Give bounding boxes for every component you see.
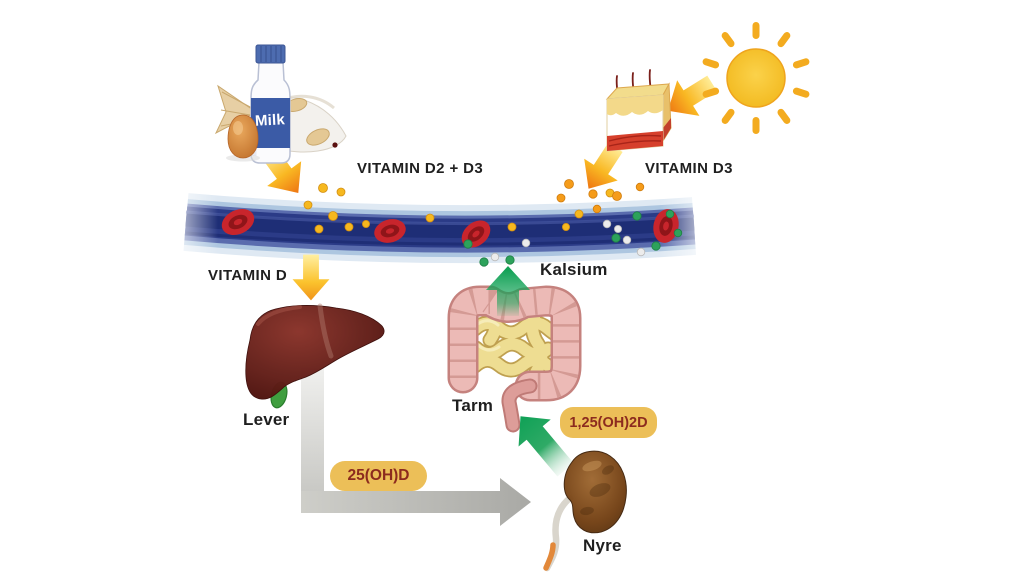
label-nyre: Nyre [583, 536, 622, 555]
badge-125oh2d: 1,25(OH)2D [560, 407, 657, 438]
vitamin-dots [303, 179, 683, 267]
calcium-absorption-arrow [486, 266, 530, 316]
red-blood-cell [374, 219, 406, 243]
kidney-icon [543, 450, 627, 572]
sun-icon [702, 22, 810, 134]
label-tarm: Tarm [452, 396, 494, 415]
colon [447, 285, 582, 433]
badge-25ohd: 25(OH)D [330, 461, 427, 491]
skin-icon [605, 69, 672, 152]
red-blood-cell [221, 208, 255, 236]
label-vitamin-d3: VITAMIN D3 [645, 160, 733, 177]
red-blood-cells [221, 208, 679, 248]
label-vitamin-d2-d3: VITAMIN D2 + D3 [357, 160, 484, 177]
liver-to-kidney-arrow [301, 368, 531, 526]
food-sources [214, 44, 347, 164]
vessel-fade-left [160, 183, 218, 271]
label-lever: Lever [243, 410, 290, 429]
red-blood-cell [653, 209, 679, 243]
calcium-dots [463, 209, 683, 267]
intestine-icon [447, 285, 582, 433]
label-kalsium: Kalsium [540, 260, 608, 279]
liver-icon [245, 303, 385, 409]
fish-eye [332, 142, 338, 148]
blood-to-liver-arrow [292, 254, 330, 301]
milk-bottle-text: Milk [254, 111, 286, 130]
label-vitamin-d: VITAMIN D [208, 267, 288, 284]
blood-vessel [160, 183, 718, 273]
egg-icon [226, 114, 260, 162]
